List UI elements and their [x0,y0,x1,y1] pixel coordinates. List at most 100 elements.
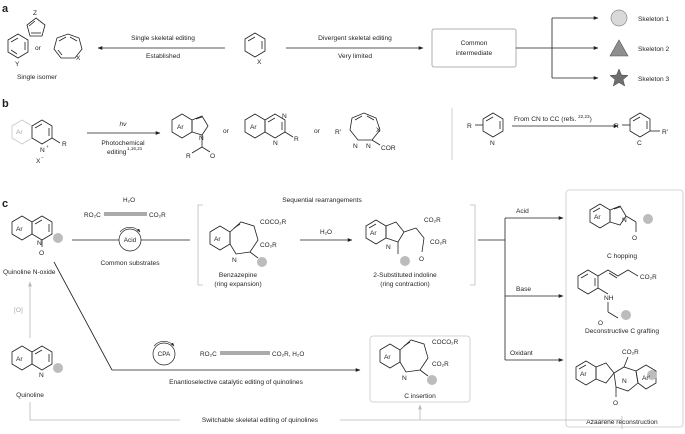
benzene-product [622,112,660,138]
highlight-dot-quinoline [53,363,63,373]
r-prime-label-benzene: R′ [662,129,669,136]
skeleton-2-triangle-icon [609,39,629,57]
o-label-grafting: O [598,320,603,327]
ring-expansion-label: (ring expansion) [214,281,261,288]
or-label-b1: or [223,128,230,135]
noxide-to-cpa-line [53,261,113,371]
oxidation-label: [O] [14,307,23,314]
c-label-benzene: C [637,140,642,147]
center-x-label: X [257,59,262,66]
highlight-dot-c-hopping [643,214,653,224]
panel-label-c: c [2,198,8,210]
n-label-quinoline: N [39,372,44,379]
n-label-q2: N [273,140,278,147]
photo-refs: 1,16,21 [127,146,143,151]
panel-label-b: b [2,98,9,110]
skeleton-3-label: Skeleton 3 [638,76,669,83]
ar-prime-label: Ar′ [642,375,651,382]
coco2r-label-insertion: COCO₂R [432,339,459,346]
right-bracket [470,204,476,286]
o-label-indole: O [210,153,215,160]
divergent-editing-label: Divergent skeletal editing [318,35,392,42]
established-label: Established [146,53,180,60]
r-sub-label: R [62,141,67,148]
n-acyl-indole [171,113,211,154]
n-plus-label-c: N [37,240,42,247]
c-grafting-product [577,269,639,319]
n-label-benzazepine: N [232,257,237,264]
center-ring [244,32,266,58]
cpa-reagent-left: RO₂C [200,351,217,358]
sequential-label: Sequential rearrangements [282,197,362,204]
co2r-label-benzazepine: CO₂R [260,242,277,249]
skeleton-3-star-icon [609,68,629,87]
highlight-dot-noxide [53,233,63,243]
product-branches [478,216,564,362]
diester-right: CO₂R [149,212,166,219]
highlight-dot-grafting [621,310,631,320]
co2r-label-azaarene: CO₂R [622,349,639,356]
ring-y-label: Y [15,61,20,68]
pyridine [475,112,504,138]
n-label-indole: N [199,135,204,142]
highlight-dot-indoline [400,256,410,266]
coco2r-label-benzazepine: COCO₂R [260,219,287,226]
skeleton-branches [516,16,599,80]
o-label-c-hopping: O [632,235,637,242]
common-label: Common [461,40,488,47]
enantioselective-label: Enantioselective catalytic editing of qu… [169,379,303,386]
minus-sign: − [41,155,44,160]
common-substrates-label: Common substrates [101,260,161,267]
or-label-a: or [35,45,42,52]
diazepine [349,112,381,146]
skeleton-1-label: Skeleton 1 [638,16,669,23]
intermediate-label: intermediate [456,50,493,57]
cpa-reagent-right: CO₂R, H₂O [272,351,304,358]
ar-label-c2: Ar [214,236,221,243]
c-insertion-label: C insertion [404,393,436,400]
switchable-label: Switchable skeletal editing of quinoline… [202,417,319,424]
ring-x-label: X [76,55,81,62]
ar-label-c1: Ar [16,226,23,233]
acid-circular-arrow [119,227,141,233]
diester-left: RO₂C [84,212,101,219]
ar-label-c3: Ar [370,230,377,237]
o-label-azaarene: O [613,400,618,407]
skeleton-2-label: Skeleton 2 [638,46,669,53]
co2r-label-grafting: CO₂R [640,274,657,281]
highlight-dot-c-insertion [427,375,437,385]
co2r-label-indoline-2: CO₂R [430,239,447,246]
base-branch-label: Base [516,286,531,293]
r-label-indole: R [186,153,191,160]
n-plus-label: N [40,147,45,154]
quinazoline [244,113,294,139]
h2o-top-label: H₂O [123,197,135,204]
o-minus-label: O [39,250,44,257]
plus-sign: + [46,144,49,149]
n-label-c-hopping: N [622,217,627,224]
common-intermediate-box [431,28,517,68]
r-label-quinazoline: R [294,136,299,143]
co2r-label-indoline-1: CO₂R [424,217,441,224]
quinoline-n-oxide-label: Quinoline N-oxide [3,269,56,276]
r-label-pyridine: R [467,123,472,130]
products-box [565,189,684,428]
n-label-indoline: N [386,244,391,251]
very-limited-label: Very limited [338,53,372,60]
single-isomer-label: Single isomer [17,74,58,81]
deconstructive-label: Deconstructive C grafting [585,328,659,335]
nh-label: NH [604,295,614,302]
skeleton-1-circle-icon [610,9,628,27]
x-minus-label: X [36,158,41,165]
acid-circle [118,228,142,252]
photochemical-label: Photochemical [101,140,145,147]
quinoline-n-oxide [11,215,53,247]
ar-label-b1: Ar [16,129,23,136]
c-hopping-label: C hopping [607,253,637,260]
benzazepine [209,221,259,259]
h2o-mid-label: H₂O [320,229,332,236]
editing-label: editing [107,149,127,156]
n-label-d2: N [366,143,371,150]
x-label-diazepine: X [376,127,381,134]
cpa-circle [152,342,176,366]
